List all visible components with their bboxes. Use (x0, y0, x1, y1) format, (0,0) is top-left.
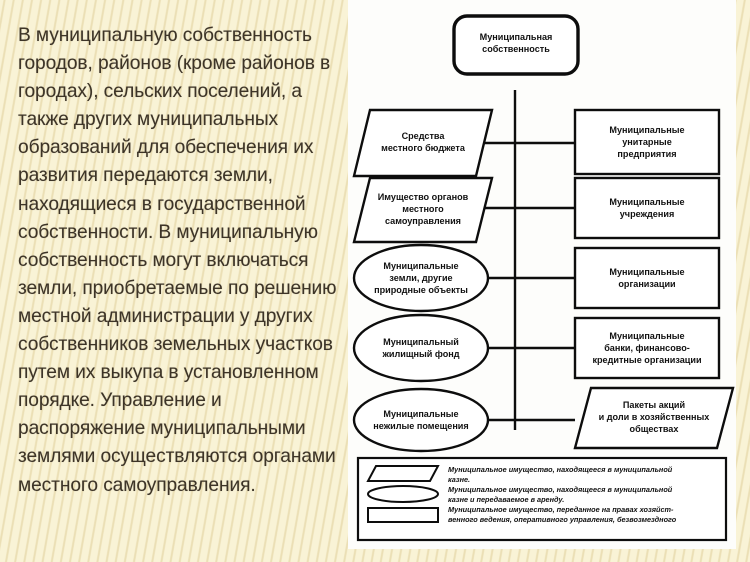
node-left-5-line-2: нежилые помещения (373, 421, 468, 431)
node-right-1-line-1: Муниципальные (609, 125, 684, 135)
node-right-4-shape (573, 316, 721, 380)
node-right-3[interactable]: Муниципальные организации (573, 246, 721, 310)
legend-row-3-line-2: венного ведения, оперативного управления… (448, 515, 677, 524)
node-left-3[interactable]: Муниципальные земли, другие природные об… (352, 243, 490, 313)
diagram-legend: Муниципальное имущество, находящееся в м… (356, 456, 728, 542)
node-right-1-shape (573, 108, 721, 176)
node-right-4[interactable]: Муниципальные банки, финансово- кредитны… (573, 316, 721, 380)
node-left-3-line-3: природные объекты (374, 285, 468, 295)
node-left-3-shape (352, 243, 490, 313)
node-root[interactable]: Муниципальная собственность (452, 14, 580, 76)
legend-row-2-line-2: казне и передаваемое в аренду. (448, 495, 564, 504)
node-left-3-line-2: земли, другие (389, 273, 452, 283)
node-right-2-line-2: учреждения (620, 209, 675, 219)
legend-row-2-line-1: Муниципальное имущество, находящееся в м… (448, 485, 673, 494)
node-right-4-line-1: Муниципальные (609, 331, 684, 341)
node-root-shape (452, 14, 580, 76)
legend-ellipse-icon (367, 485, 439, 503)
node-left-2-line-2: местного (402, 204, 444, 214)
node-left-2-line-3: самоуправления (385, 216, 461, 226)
node-left-2[interactable]: Имущество органов местного самоуправлени… (352, 176, 494, 244)
node-right-3-line-2: организации (618, 279, 675, 289)
node-left-5-line-1: Муниципальные (383, 409, 458, 419)
node-left-4-line-1: Муниципальный (383, 337, 459, 347)
node-root-line-1: Муниципальная (480, 32, 553, 42)
diagram-panel: Муниципальная собственность Средства мес… (348, 0, 736, 549)
node-left-2-line-1: Имущество органов (378, 192, 469, 202)
slide-body-text: В муниципальную собственность городов, р… (18, 25, 342, 496)
municipal-property-diagram: Муниципальная собственность Средства мес… (352, 14, 735, 542)
legend-row-1-line-1: Муниципальное имущество, находящееся в м… (448, 465, 673, 474)
node-right-4-line-3: кредитные организации (592, 355, 701, 365)
node-left-1-line-2: местного бюджета (381, 143, 466, 153)
node-right-1[interactable]: Муниципальные унитарные предприятия (573, 108, 721, 176)
node-right-3-line-1: Муниципальные (609, 267, 684, 277)
node-right-1-line-3: предприятия (617, 149, 676, 159)
node-right-5-line-2: и доли в хозяйственных (599, 412, 710, 422)
legend-row-1: Муниципальное имущество, находящееся в м… (366, 465, 673, 484)
node-left-1-shape (352, 108, 494, 178)
node-left-3-line-1: Муниципальные (383, 261, 458, 271)
node-left-4-line-2: жилищный фонд (381, 349, 459, 359)
node-left-1[interactable]: Средства местного бюджета (352, 108, 494, 178)
node-left-5-shape (352, 387, 490, 453)
node-left-4-shape (352, 313, 490, 383)
node-left-5[interactable]: Муниципальные нежилые помещения (352, 387, 490, 453)
node-left-2-shape (352, 176, 494, 244)
node-root-line-2: собственность (482, 44, 550, 54)
legend-row-3: Муниципальное имущество, переданное на п… (367, 505, 677, 524)
node-right-5-line-1: Пакеты акций (623, 400, 685, 410)
node-right-1-line-2: унитарные (622, 137, 672, 147)
legend-row-1-line-2: казне. (448, 475, 470, 484)
node-right-5-line-3: обществах (630, 424, 679, 434)
legend-rect-icon (367, 507, 439, 523)
legend-row-3-line-1: Муниципальное имущество, переданное на п… (448, 505, 674, 514)
node-right-5-shape (573, 386, 735, 450)
legend-parallelogram-icon (366, 465, 440, 482)
node-left-1-line-1: Средства (402, 131, 446, 141)
legend-row-2: Муниципальное имущество, находящееся в м… (367, 485, 673, 504)
node-right-3-shape (573, 246, 721, 310)
node-right-5[interactable]: Пакеты акций и доли в хозяйственных обще… (573, 386, 735, 450)
node-right-2-line-1: Муниципальные (609, 197, 684, 207)
node-right-2[interactable]: Муниципальные учреждения (573, 176, 721, 240)
node-right-4-line-2: банки, финансово- (604, 343, 690, 353)
node-left-4[interactable]: Муниципальный жилищный фонд (352, 313, 490, 383)
node-right-2-shape (573, 176, 721, 240)
